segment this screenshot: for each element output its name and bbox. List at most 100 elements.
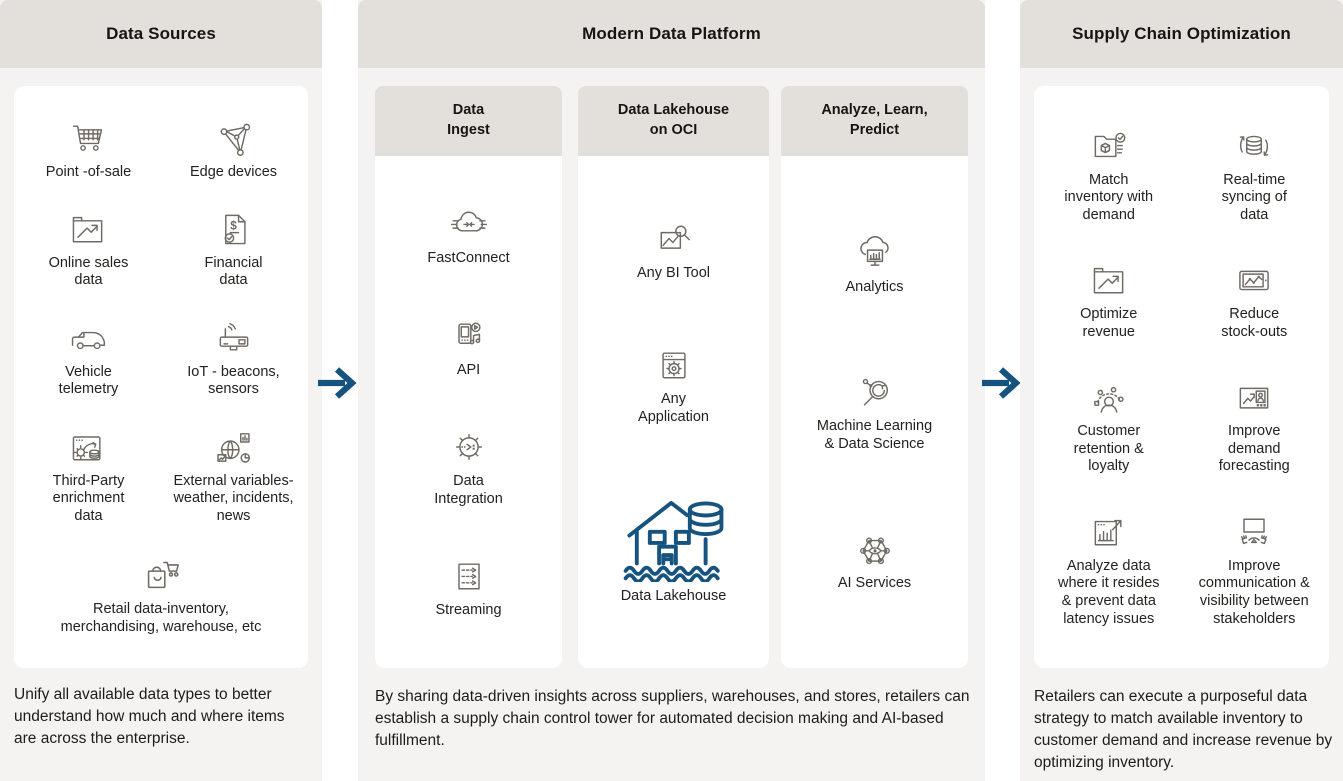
- item-realtime-sync: Real-time syncing of data: [1222, 126, 1287, 225]
- analytics-icon: [859, 235, 889, 266]
- reduce-stockouts-icon: [1239, 270, 1270, 291]
- panel-modern-data-platform: Modern Data Platform Data Ingest FastCon…: [358, 0, 1138, 781]
- item-financial-data: $ Financial data: [204, 209, 263, 290]
- item-label: Vehicle telemetry: [58, 363, 119, 398]
- modern-data-platform-header: Modern Data Platform: [358, 0, 985, 68]
- data-sources-caption: Unify all available data types to better…: [14, 686, 285, 747]
- match-inventory-icon: [1094, 132, 1126, 157]
- analyze-learn-predict-header: Analyze, Learn, Predict: [781, 86, 968, 156]
- item-label: Any Application: [638, 390, 709, 425]
- panel-supply-chain-optimization: Supply Chain Optimization Match inventor…: [1020, 0, 1343, 781]
- supply-chain-card: Match inventory with demand Real-time sy…: [1034, 86, 1329, 668]
- data-integration-icon: [455, 434, 482, 461]
- demand-forecasting-icon: [1239, 387, 1269, 409]
- streaming-icon: [457, 563, 480, 590]
- flow-arrow-right-icon: [981, 363, 1021, 408]
- item-label: Real-time syncing of data: [1221, 171, 1287, 223]
- item-label: Improve demand forecasting: [1218, 423, 1290, 475]
- panel-data-sources: Data Sources Point -of-sale: [0, 0, 322, 781]
- item-label: IoT - beacons, sensors: [187, 363, 280, 398]
- fastconnect-icon: [450, 211, 487, 232]
- item-customer-retention: Customer retention & loyalty: [1074, 377, 1144, 476]
- item-iot-beacons: IoT - beacons, sensors: [187, 318, 280, 399]
- api-icon: [457, 322, 481, 344]
- item-label: Financial data: [204, 254, 263, 289]
- supply-chain-caption: Retailers can execute a purposeful data …: [1034, 688, 1333, 771]
- item-label: Any BI Tool: [636, 264, 711, 281]
- item-optimize-revenue: Optimize revenue: [1080, 260, 1137, 341]
- svg-text:$: $: [230, 218, 237, 232]
- item-label: Machine Learning & Data Science: [816, 417, 933, 452]
- item-reduce-stockouts: Reduce stock-outs: [1221, 260, 1287, 341]
- item-label: Third-Party enrichment data: [52, 472, 125, 524]
- item-label: AI Services: [837, 574, 912, 591]
- data-lakehouse-icon: [623, 500, 723, 582]
- item-third-party-enrichment: Third-Party enrichment data: [52, 427, 125, 526]
- item-data-integration: Data Integration: [434, 427, 503, 508]
- item-label: External variables- weather, incidents, …: [173, 472, 294, 524]
- item-machine-learning: Machine Learning & Data Science: [817, 372, 932, 453]
- item-label: Data Integration: [434, 473, 503, 507]
- item-api: API: [447, 316, 491, 380]
- bi-tool-icon: [660, 225, 690, 249]
- subcolumn-data-lakehouse-oci: Data Lakehouse on OCI Any BI Tool: [578, 86, 769, 668]
- financial-data-icon: $: [224, 214, 246, 244]
- application-icon: [661, 352, 686, 379]
- modern-data-platform-caption: By sharing data-driven insights across s…: [375, 688, 970, 749]
- item-analytics: Analytics: [845, 232, 904, 297]
- supply-chain-grid: Match inventory with demand Real-time sy…: [1034, 86, 1329, 668]
- edge-devices-icon: [220, 123, 250, 156]
- analyze-data-icon: [1094, 519, 1122, 546]
- item-label: Streaming: [435, 602, 502, 619]
- item-label: Optimize revenue: [1080, 306, 1138, 340]
- data-ingest-body: FastConnect API: [375, 156, 562, 668]
- item-retail-data: Retail data-inventory, merchandising, wa…: [60, 553, 262, 636]
- data-sources-grid: Point -of-sale Edge devices Onlin: [14, 86, 308, 668]
- item-data-lakehouse: Data Lakehouse: [618, 489, 730, 606]
- item-ai-services: AI Services: [838, 529, 911, 593]
- item-edge-devices: Edge devices: [190, 118, 277, 182]
- item-label: Analytics: [845, 278, 904, 295]
- subcolumn-data-ingest: Data Ingest FastConnect: [375, 86, 562, 668]
- item-label: Point -of-sale: [45, 163, 132, 180]
- item-streaming: Streaming: [435, 556, 502, 620]
- item-label: Retail data-inventory, merchandising, wa…: [60, 601, 262, 635]
- ai-services-icon: [859, 537, 890, 564]
- data-lakehouse-oci-body: Any BI Tool Any Application: [578, 156, 769, 668]
- item-label: Customer retention & loyalty: [1073, 423, 1144, 475]
- item-label: Improve communication & visibility betwe…: [1198, 557, 1310, 627]
- third-party-icon: [73, 435, 102, 460]
- cart-icon: [72, 124, 102, 151]
- machine-learning-icon: [862, 378, 888, 406]
- optimize-revenue-icon: [1093, 268, 1124, 294]
- item-label: Edge devices: [189, 163, 278, 180]
- item-label: API: [456, 361, 481, 378]
- realtime-sync-icon: [1239, 135, 1269, 156]
- customer-retention-icon: [1093, 386, 1124, 413]
- online-sales-icon: [73, 216, 103, 243]
- retail-data-icon: [147, 561, 179, 589]
- item-any-bi-tool: Any BI Tool: [637, 219, 710, 283]
- item-label: Match inventory with demand: [1064, 171, 1154, 223]
- data-sources-card: Point -of-sale Edge devices Onlin: [14, 86, 308, 668]
- item-label: FastConnect: [427, 249, 510, 266]
- item-label: Analyze data where it resides & prevent …: [1057, 557, 1160, 627]
- iot-icon: [219, 322, 248, 351]
- item-label: Reduce stock-outs: [1221, 306, 1288, 340]
- item-analyze-data: Analyze data where it resides & prevent …: [1058, 512, 1160, 629]
- item-demand-forecasting: Improve demand forecasting: [1219, 377, 1290, 476]
- data-lakehouse-oci-header: Data Lakehouse on OCI: [578, 86, 769, 156]
- item-label: Online sales data: [48, 254, 129, 289]
- item-vehicle-telemetry: Vehicle telemetry: [58, 318, 119, 399]
- communication-icon: [1241, 518, 1268, 544]
- item-communication: Improve communication & visibility betwe…: [1199, 512, 1310, 629]
- item-match-inventory: Match inventory with demand: [1064, 126, 1153, 225]
- data-ingest-header: Data Ingest: [375, 86, 562, 156]
- item-online-sales: Online sales data: [48, 209, 129, 290]
- data-sources-header: Data Sources: [0, 0, 322, 68]
- item-external-variables: External variables- weather, incidents, …: [173, 427, 294, 526]
- item-fastconnect: FastConnect: [427, 204, 510, 268]
- external-variables-icon: [217, 432, 251, 463]
- flow-arrow-right-icon: [317, 363, 357, 408]
